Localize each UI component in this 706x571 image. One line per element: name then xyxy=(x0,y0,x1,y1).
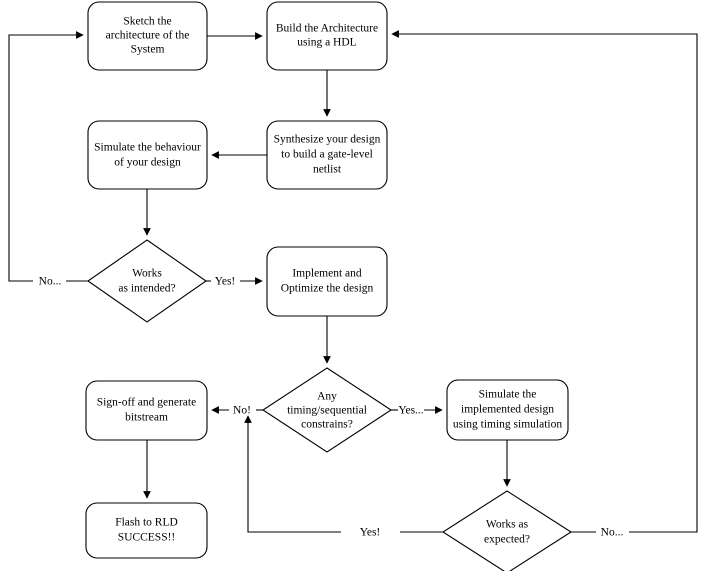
node-timing-constraints-line-3: constrains? xyxy=(301,419,353,431)
node-timing-constraints-line-2: timing/sequential xyxy=(287,405,367,417)
edge-label-constraints-no: No! xyxy=(233,405,251,417)
node-sign-off-line-2: bitstream xyxy=(125,412,168,424)
node-simulate-implemented-line-2: implemented design xyxy=(461,404,554,416)
node-simulate-implemented[interactable]: Simulate the implemented design using ti… xyxy=(446,379,569,441)
edge-intended-no-loop xyxy=(8,31,84,282)
node-works-as-expected[interactable]: Works as expected? xyxy=(441,490,573,571)
edge-label-constraints-yes: Yes... xyxy=(398,405,423,417)
node-flash-rld-line-2: SUCCESS!! xyxy=(118,532,176,544)
node-timing-constraints-line-1: Any xyxy=(317,391,337,403)
edge-label-intended-yes: Yes! xyxy=(215,276,236,288)
node-simulate-behaviour-shape[interactable] xyxy=(87,120,208,190)
node-build-line-2: using a HDL xyxy=(297,37,356,49)
edge-label-intended-no: No... xyxy=(39,276,62,288)
node-works-as-expected-line-1: Works as xyxy=(486,519,529,531)
node-simulate-behaviour-line-1: Simulate the behaviour xyxy=(94,142,201,154)
node-sign-off-line-1: Sign-off and generate xyxy=(97,397,196,409)
node-sign-off[interactable]: Sign-off and generate bitstream xyxy=(85,380,208,441)
node-synthesize-line-2: to build a gate-level xyxy=(281,149,373,161)
node-build-architecture[interactable]: Build the Architecture using a HDL xyxy=(266,1,388,71)
node-implement-line-2: Optimize the design xyxy=(281,283,374,295)
node-synthesize-line-1: Synthesize your design xyxy=(274,134,381,146)
connector-layer xyxy=(8,30,698,533)
node-works-as-expected-shape[interactable] xyxy=(441,490,573,571)
edge-label-expected-yes: Yes! xyxy=(360,527,381,539)
node-sketch-line-3: System xyxy=(131,44,165,56)
node-works-as-intended-line-2: as intended? xyxy=(118,283,175,295)
node-sketch-line-1: Sketch the xyxy=(123,16,171,28)
node-simulate-implemented-line-3: using timing simulation xyxy=(453,419,563,431)
node-simulate-behaviour[interactable]: Simulate the behaviour of your design xyxy=(87,120,208,190)
node-works-as-intended-shape[interactable] xyxy=(87,239,207,323)
node-flash-rld-shape[interactable] xyxy=(85,502,208,559)
node-simulate-behaviour-line-2: of your design xyxy=(114,157,181,169)
node-sketch-line-2: architecture of the xyxy=(106,30,190,42)
node-build-line-1: Build the Architecture xyxy=(276,23,378,35)
node-simulate-implemented-line-1: Simulate the xyxy=(479,389,537,401)
node-works-as-expected-line-2: expected? xyxy=(484,534,530,546)
node-build-shape[interactable] xyxy=(266,1,388,71)
edge-label-layer: No... Yes! No! Yes... Yes! No... xyxy=(39,276,624,539)
node-flash-rld-line-1: Flash to RLD xyxy=(115,517,178,529)
node-synthesize-line-3: netlist xyxy=(313,164,342,176)
node-sign-off-shape[interactable] xyxy=(85,380,208,441)
node-synthesize-shape[interactable] xyxy=(266,120,388,190)
node-timing-constraints-shape[interactable] xyxy=(261,367,393,453)
node-timing-constraints[interactable]: Any timing/sequential constrains? xyxy=(261,367,393,453)
node-implement-optimize[interactable]: Implement and Optimize the design xyxy=(266,246,388,317)
edge-label-expected-no: No... xyxy=(601,527,624,539)
node-sketch-architecture[interactable]: Sketch the architecture of the System xyxy=(87,1,208,71)
node-synthesize-design[interactable]: Synthesize your design to build a gate-l… xyxy=(266,120,388,190)
node-sketch-shape[interactable] xyxy=(87,1,208,71)
node-implement-line-1: Implement and xyxy=(292,268,362,280)
edge-expected-yes-loop xyxy=(244,415,341,533)
node-works-as-intended-line-1: Works xyxy=(132,268,162,280)
node-simulate-implemented-shape[interactable] xyxy=(446,379,569,441)
node-flash-rld[interactable]: Flash to RLD SUCCESS!! xyxy=(85,502,208,559)
edge-expected-no-loop xyxy=(391,30,698,533)
node-implement-shape[interactable] xyxy=(266,246,388,317)
node-works-as-intended[interactable]: Works as intended? xyxy=(87,239,207,323)
